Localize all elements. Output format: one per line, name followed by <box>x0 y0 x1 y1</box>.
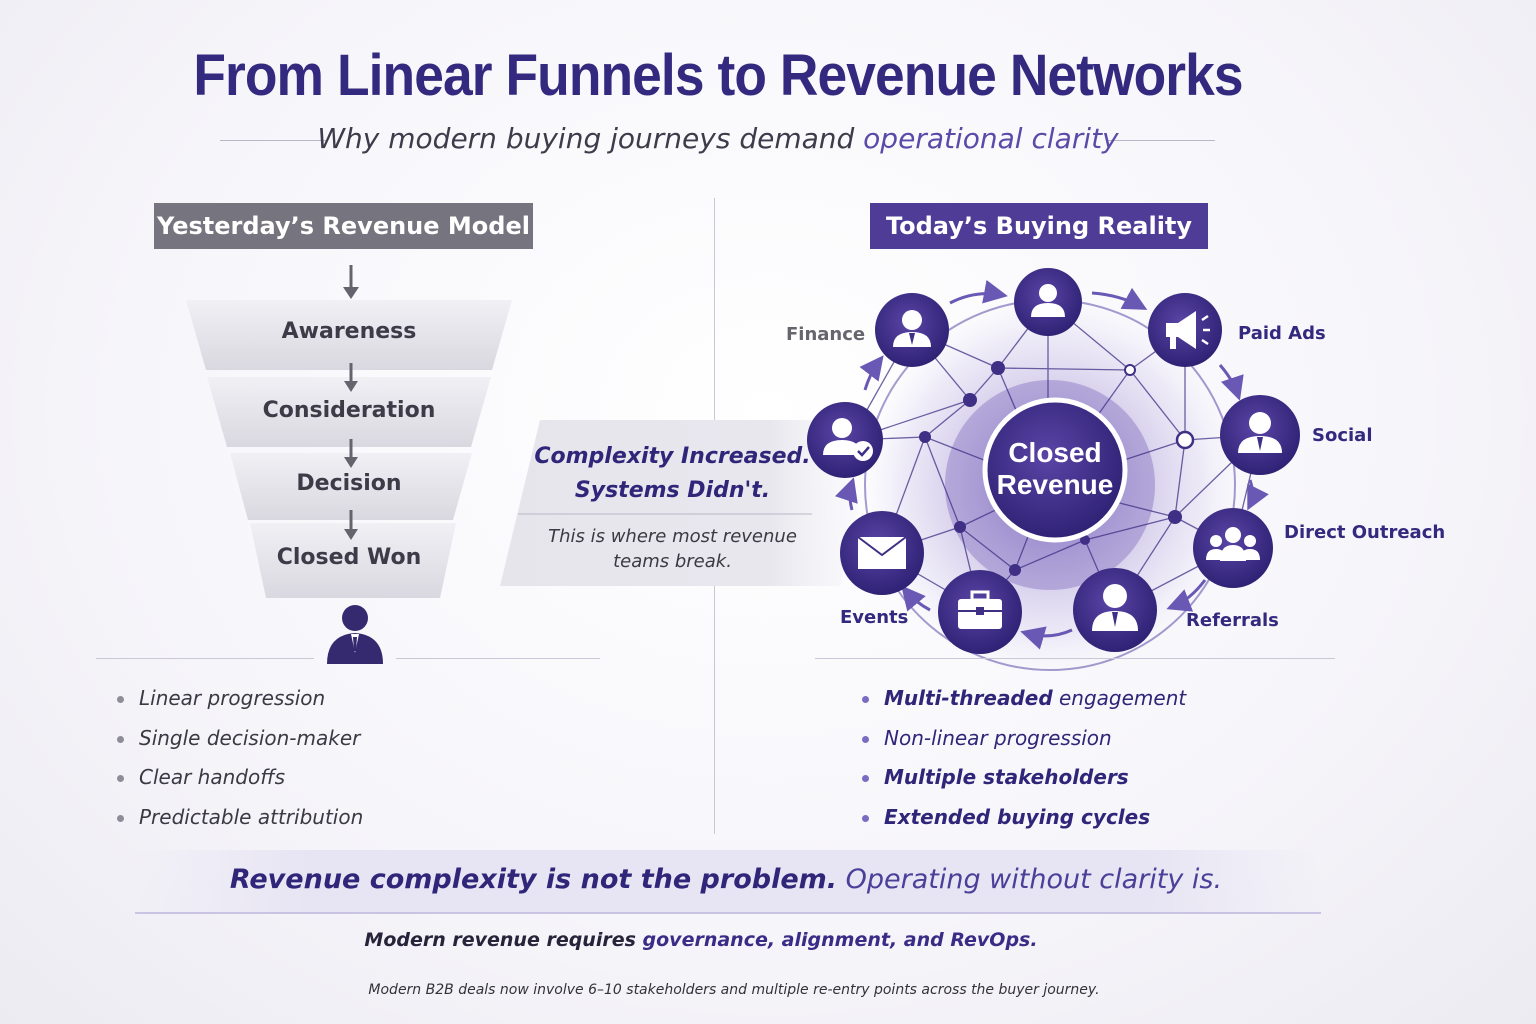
center-label-line1: Closed <box>1008 437 1101 468</box>
funnel-stage-decision <box>230 453 472 520</box>
left-rule-b <box>396 658 600 659</box>
network-junctions <box>919 361 1195 576</box>
left-header: Yesterday’s Revenue Model <box>154 203 533 249</box>
list-item-rest: engagement <box>1052 686 1187 710</box>
node-events <box>840 511 924 595</box>
callout-subtitle: This is where most revenue teams break. <box>520 524 825 574</box>
funnel-step-arrows <box>344 363 358 540</box>
person-icon <box>1092 584 1138 631</box>
callout-title-line1: Complexity Increased. <box>534 444 811 469</box>
callout-title-line2: Systems Didn't. <box>574 478 771 503</box>
list-item: Linear progression <box>117 686 363 726</box>
stage-label-decision: Decision <box>296 471 402 496</box>
left-bullet-list: Linear progression Single decision-maker… <box>117 686 363 844</box>
list-item: Clear handoffs <box>117 765 363 805</box>
list-item: Single decision-maker <box>117 726 363 766</box>
list-item-bold: Extended buying cycles <box>884 804 1151 829</box>
node-paid-ads <box>1148 293 1222 367</box>
label-paid-ads: Paid Ads <box>1238 323 1326 344</box>
list-item: Non-linear progression <box>862 726 1186 766</box>
revenue-network: Closed Revenue <box>807 268 1300 675</box>
tagline-band <box>135 850 1321 914</box>
funnel-stage-awareness <box>186 300 512 370</box>
decision-maker-icon <box>327 605 383 664</box>
modern-highlight: governance, alignment, and RevOps. <box>642 929 1038 951</box>
funnel-top-arrow <box>343 265 359 299</box>
stage-label-consideration: Consideration <box>262 398 436 423</box>
group-icon <box>1206 527 1260 561</box>
node-social <box>1220 395 1300 475</box>
label-events: Events <box>840 607 909 628</box>
subtitle-rule-left <box>220 140 328 141</box>
center-label-line2: Revenue <box>997 469 1114 500</box>
list-item-rest: Non-linear progression <box>884 725 1112 750</box>
node-direct-outreach <box>1193 508 1273 588</box>
right-bullet-list: Multi-threaded engagement Non-linear pro… <box>862 686 1186 844</box>
funnel-stage-consideration <box>207 377 491 447</box>
modern-prefix: Modern revenue requires <box>364 929 643 951</box>
envelope-icon <box>857 536 907 569</box>
person-check-icon <box>823 418 873 461</box>
list-item: Predictable attribution <box>117 805 363 845</box>
person-icon <box>893 310 931 347</box>
subtitle-accent: operational clarity <box>863 122 1119 155</box>
person-icon <box>1238 412 1282 453</box>
list-item: Extended buying cycles <box>862 805 1186 845</box>
list-item-bold: Multiple stakeholders <box>884 765 1129 789</box>
callout-sub-line1: This is where most revenue <box>548 526 797 547</box>
left-rule-a <box>96 658 314 659</box>
funnel-graphic <box>186 265 512 664</box>
footnote: Modern B2B deals now involve 6–10 stakeh… <box>368 982 1100 998</box>
stage-label-awareness: Awareness <box>281 319 417 344</box>
tagline-rest: Operating without clarity is. <box>837 864 1223 895</box>
network-cycle-arrows <box>834 279 1269 650</box>
callout-box <box>500 420 860 586</box>
funnel-stage-closed-won <box>250 523 456 598</box>
right-rule <box>815 658 1335 659</box>
node-briefcase <box>938 570 1022 654</box>
callout-title: Complexity Increased. Systems Didn't. <box>520 440 825 508</box>
list-item: Multiple stakeholders <box>862 765 1186 805</box>
label-finance: Finance <box>786 324 866 345</box>
tagline-bold: Revenue complexity is not the problem. <box>229 864 838 895</box>
subtitle-prefix: Why modern buying journeys demand <box>317 122 864 155</box>
label-referrals: Referrals <box>1186 610 1279 631</box>
closed-revenue-node: Closed Revenue <box>982 397 1128 543</box>
node-stakeholder-top <box>1014 268 1082 336</box>
node-finance <box>875 293 949 367</box>
megaphone-icon <box>1166 311 1210 349</box>
briefcase-icon <box>958 590 1002 629</box>
label-social: Social <box>1312 425 1373 446</box>
list-item-bold: Multi-threaded <box>884 686 1053 710</box>
node-security <box>807 402 883 478</box>
tagline: Revenue complexity is not the problem. O… <box>0 864 1452 895</box>
subtitle: Why modern buying journeys demand operat… <box>0 122 1436 155</box>
subtitle-rule-right <box>1107 140 1215 141</box>
label-direct-outreach: Direct Outreach <box>1284 522 1446 543</box>
modern-revenue-line: Modern revenue requires governance, alig… <box>0 929 1402 951</box>
list-item: Multi-threaded engagement <box>862 686 1186 726</box>
page-title: From Linear Funnels to Revenue Networks <box>193 43 1243 108</box>
node-referrals <box>1073 568 1157 652</box>
right-header: Today’s Buying Reality <box>870 203 1208 249</box>
stage-label-closed-won: Closed Won <box>276 545 422 570</box>
callout-sub-line2: teams break. <box>613 551 732 572</box>
person-icon <box>1031 284 1065 317</box>
